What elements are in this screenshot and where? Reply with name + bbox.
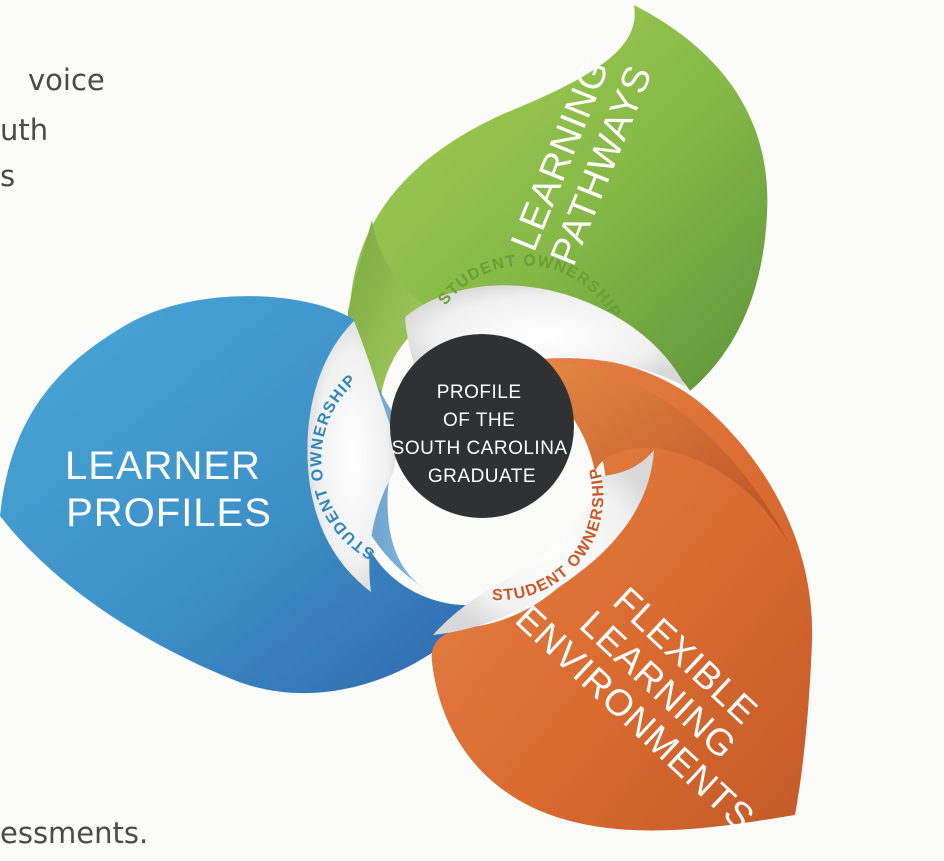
cropped-text-s: s [0, 159, 16, 193]
learner-profiles-line-2: PROFILES [66, 491, 272, 535]
center-label-line-2: OF THE [443, 410, 515, 431]
learner-profiles-line-1: LEARNER [65, 444, 261, 488]
center-circle [390, 334, 574, 518]
center-label-line-1: PROFILE [437, 382, 522, 403]
cropped-text-uth: uth [0, 113, 49, 147]
center-label: PROFILE OF THE SOUTH CAROLINA GRADUATE [392, 382, 573, 487]
center-label-line-4: GRADUATE [428, 466, 536, 487]
orange-petal [431, 355, 813, 831]
cropped-text-essments: essments. [0, 816, 149, 850]
center-label-line-3: SOUTH CAROLINA [392, 438, 568, 459]
cropped-text-voice: voice [28, 63, 105, 97]
learner-profiles-label: LEARNER PROFILES [65, 444, 273, 535]
